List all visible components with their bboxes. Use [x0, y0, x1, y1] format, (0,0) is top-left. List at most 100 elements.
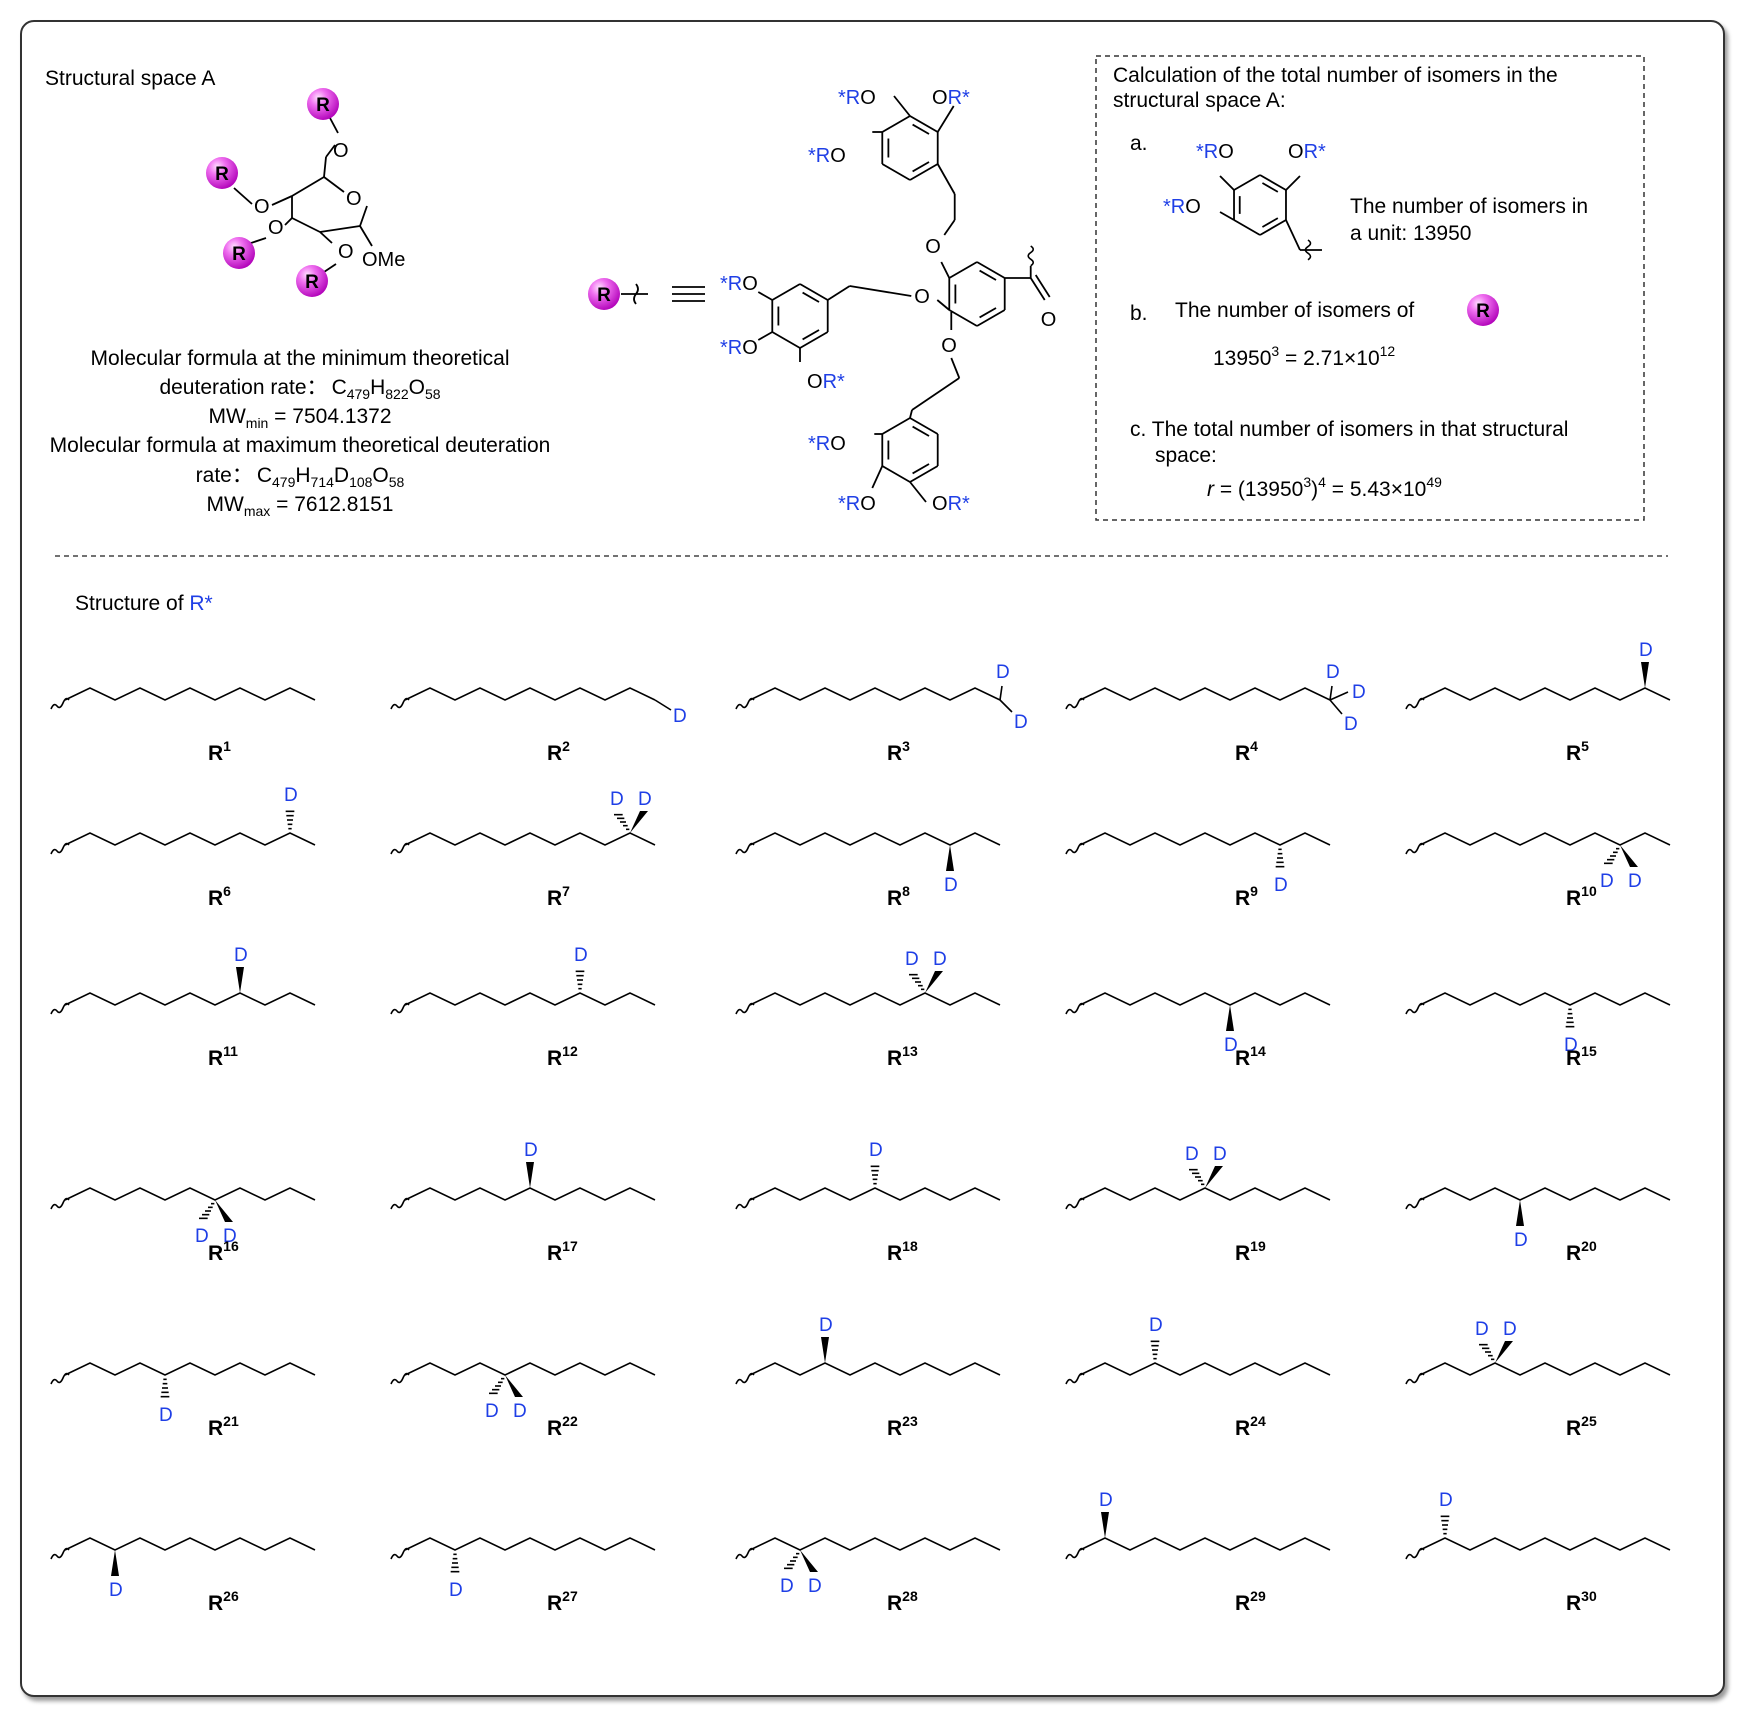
alkyl-chain [404, 1187, 656, 1201]
alkyl-chain [749, 832, 1001, 846]
min-formula-line1: Molecular formula at the minimum theoret… [91, 347, 510, 370]
r-chain-label: R16 [208, 1238, 239, 1265]
or-star-label: OR* [807, 371, 845, 393]
ring-oxygen: O [346, 188, 362, 210]
o6-atom: O [333, 140, 349, 162]
calc-title-1: Calculation of the total number of isome… [1113, 64, 1558, 87]
alkyl-chain [1419, 832, 1671, 846]
wedge-bond [946, 845, 954, 871]
deuterium-label: D [485, 1401, 499, 1422]
deuterium-label: D [1639, 640, 1653, 661]
deuterium-label: D [159, 1405, 173, 1426]
alkyl-chain [404, 1537, 656, 1551]
r-chain-label: R1 [208, 738, 231, 765]
r-chain-9: D R9 [1065, 832, 1331, 910]
deuterium-label: D [1326, 662, 1340, 683]
alkyl-chain [1079, 687, 1331, 701]
space-title: Structural space A [45, 67, 215, 90]
alkyl-chain [749, 687, 1001, 701]
dendron-bonds [757, 95, 1051, 503]
ro-star-label: *RO [838, 87, 876, 109]
deuterium-label: D [1564, 1035, 1578, 1056]
r-chain-label: R14 [1235, 1043, 1266, 1070]
r-ball-label: R [305, 272, 319, 293]
r-chain-label: R24 [1235, 1413, 1266, 1440]
calc-b-label: b. [1130, 302, 1148, 325]
alkyl-chain [404, 992, 656, 1006]
r-chain-label: R27 [547, 1588, 578, 1615]
or-star-label: OR* [932, 87, 970, 109]
r-chain-27: D R27 [390, 1537, 656, 1615]
r-chain-label: R12 [547, 1043, 578, 1070]
ro-star-label: *RO [1196, 141, 1234, 163]
deuterium-label: D [524, 1140, 538, 1161]
min-formula-line2: deuteration rate：C479H822O58 [159, 376, 440, 402]
calc-b-formula: 139503 = 2.71×1012 [1213, 343, 1395, 370]
r-chain-label: R20 [1566, 1238, 1597, 1265]
max-formula-line1: Molecular formula at maximum theoretical… [50, 434, 551, 457]
r-chain-label: R25 [1566, 1413, 1597, 1440]
r-ball-3: R [223, 237, 255, 269]
r-chain-label: R21 [208, 1413, 239, 1440]
deuterium-label: D [1628, 871, 1642, 892]
deuterium-label: D [944, 875, 958, 896]
deuterium-label: D [1185, 1144, 1199, 1165]
wedge-bond [1205, 1166, 1223, 1188]
calc-box [1095, 55, 1645, 521]
r-chain-8: D R8 [735, 832, 1001, 910]
deuterium-label: D [905, 949, 919, 970]
o2-atom: O [338, 241, 354, 263]
r-chain-label: R8 [887, 883, 910, 910]
calc-c-line1: c. The total number of isomers in that s… [1130, 418, 1568, 441]
wedge-bond [1101, 1512, 1109, 1538]
glycoside-r-balls: R R R R [206, 88, 339, 297]
wedge-bond [630, 811, 648, 833]
r-chain-label: R23 [887, 1413, 918, 1440]
calc-text: Calculation of the total number of isome… [1113, 64, 1588, 501]
alkyl-chain [1079, 1362, 1331, 1376]
r-chain-label: R7 [547, 883, 570, 910]
r-ball-label: R [316, 95, 330, 116]
r-chain-label: R15 [1566, 1043, 1597, 1070]
deuterium-label: D [1344, 714, 1358, 735]
equivalence-sign [621, 283, 705, 305]
deuterium-label: D [869, 1140, 883, 1161]
calc-a-label: a. [1130, 132, 1148, 155]
alkyl-chain [1079, 1187, 1331, 1201]
deuterium-label: D [449, 1580, 463, 1601]
r-chain-label: R29 [1235, 1588, 1266, 1615]
ome-group: OMe [362, 249, 405, 271]
deuterium-label: D [1600, 871, 1614, 892]
svg-text:R: R [597, 285, 611, 306]
r-chain-label: R9 [1235, 883, 1258, 910]
deuterium-label: D [1274, 875, 1288, 896]
r-chain-5: DR5 [1405, 640, 1671, 765]
alkyl-chain [1419, 1537, 1671, 1551]
alkyl-chain [64, 1187, 316, 1201]
wedge-bond [1620, 845, 1638, 867]
r-chain-2: DR2 [390, 687, 687, 765]
o3-atom: O [268, 217, 284, 239]
alkyl-chain [1419, 992, 1671, 1006]
deuterium-label: D [819, 1315, 833, 1336]
r-chain-label: R19 [1235, 1238, 1266, 1265]
r-ball-2: R [296, 265, 328, 297]
r-chain-21: D R21 [50, 1362, 316, 1440]
alkyl-chain [64, 832, 316, 846]
calc-b-text: The number of isomers of [1175, 299, 1414, 322]
r-chain-label: R3 [887, 738, 910, 765]
r-chain-1: R1 [50, 687, 316, 765]
r-ball-label: R [232, 244, 246, 265]
